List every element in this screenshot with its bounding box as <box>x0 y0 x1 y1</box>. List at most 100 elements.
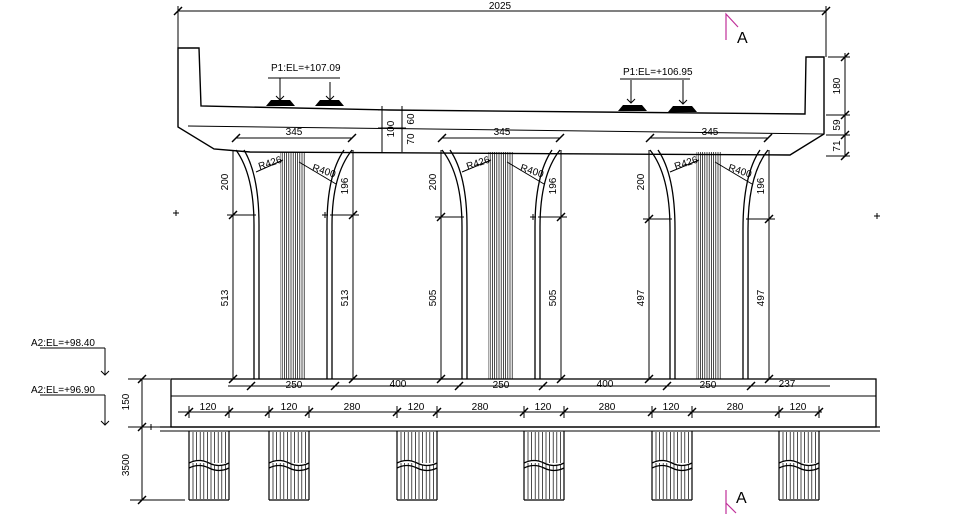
tick <box>173 6 183 16</box>
column-outer-right <box>539 149 561 379</box>
tick <box>840 130 850 140</box>
col-base-dim: 250 <box>286 380 303 391</box>
tick <box>840 52 850 62</box>
col-top-dim: 345 <box>702 127 719 138</box>
column-outer-left <box>649 149 671 379</box>
pile-6 <box>774 406 824 501</box>
column-inner-left <box>449 149 468 379</box>
bearing-pad <box>618 105 647 111</box>
column-1 <box>227 133 359 384</box>
pile-gap-dim: 280 <box>344 402 361 413</box>
radius-left-dim: R426 <box>465 155 492 173</box>
column-outer-left <box>441 149 463 379</box>
radius-right-dim: R400 <box>311 163 338 181</box>
bearing-pad <box>315 100 344 106</box>
shaft-left-dim: 505 <box>428 289 439 306</box>
pile-break-symbol <box>188 464 230 472</box>
pile-break-symbol <box>268 459 310 467</box>
col-top-dim: 345 <box>286 127 303 138</box>
pile-break-symbol <box>396 464 438 472</box>
flare-left-dim: 200 <box>428 173 439 190</box>
tick <box>840 151 850 161</box>
col-base-dim: 250 <box>700 380 717 391</box>
col-gap-dim: 400 <box>597 379 614 390</box>
section-label-top: A <box>737 30 748 47</box>
bearing-pad <box>668 106 697 112</box>
tick <box>662 381 672 391</box>
pile-2 <box>264 406 314 501</box>
cap-height-dim: 180 <box>832 77 843 94</box>
pile-width-dim: 120 <box>281 402 298 413</box>
shaft-right-dim: 505 <box>548 289 559 306</box>
pile-width-dim: 120 <box>663 402 680 413</box>
col-gap-dim: 400 <box>390 379 407 390</box>
flare-left-dim: 200 <box>220 173 231 190</box>
pile-width-dim: 120 <box>200 402 217 413</box>
pile-width-dim: 120 <box>535 402 552 413</box>
level-label-p1-left: P1:EL=+107.09 <box>271 63 341 74</box>
pile-3 <box>392 406 442 501</box>
column-hatch <box>696 152 721 379</box>
shaft-left-dim: 497 <box>636 289 647 306</box>
overall-dim-text: 2025 <box>489 1 512 12</box>
pile-break-symbol <box>523 459 565 467</box>
pile-break-symbol <box>778 464 820 472</box>
col-base-dim: 250 <box>493 380 510 391</box>
flare-left-dim: 200 <box>636 173 647 190</box>
radius-left-dim: R426 <box>257 155 284 173</box>
tick <box>330 381 340 391</box>
pile-gap-dim: 280 <box>599 402 616 413</box>
pile-width-dim: 120 <box>790 402 807 413</box>
cap-height-dim: 71 <box>832 140 843 152</box>
pile-gap-dim: 280 <box>727 402 744 413</box>
radius-right-dim: R400 <box>519 163 546 181</box>
level-label-p1-right: P1:EL=+106.95 <box>623 67 693 78</box>
pile-width-dim: 120 <box>408 402 425 413</box>
bearing-group-right <box>620 78 690 105</box>
column-hatch <box>488 152 513 379</box>
pile-break-symbol <box>188 459 230 467</box>
bearing-group-left <box>268 77 340 101</box>
tick <box>246 381 256 391</box>
column-hatch <box>280 152 305 379</box>
pile-break-symbol <box>778 459 820 467</box>
column-inner-left <box>243 149 260 379</box>
base-edge-dim: 237 <box>779 379 796 390</box>
pile-gap-dim: 280 <box>472 402 489 413</box>
column-inner-right <box>326 149 345 379</box>
flare-right-dim: 196 <box>548 177 559 194</box>
shaft-left-dim: 513 <box>220 289 231 306</box>
cap-mid-dim: 70 <box>406 133 417 145</box>
pile-break-symbol <box>651 459 693 467</box>
footing-height-dim: 150 <box>121 393 132 410</box>
pile-break-symbol <box>523 464 565 472</box>
flare-right-dim: 196 <box>340 177 351 194</box>
tick <box>454 381 464 391</box>
reference-crosses <box>148 210 880 430</box>
tick <box>746 381 756 391</box>
section-marker-bottom <box>725 490 737 514</box>
column-outer-right <box>747 149 769 379</box>
tick <box>821 6 831 16</box>
flare-right-dim: 196 <box>756 177 767 194</box>
radius-left-dim: R426 <box>673 155 700 173</box>
col-top-dim: 345 <box>494 127 511 138</box>
pile-break-symbol <box>396 459 438 467</box>
cap-haunch-line <box>187 125 825 135</box>
pier-cap-outline <box>177 47 825 156</box>
pile-break-symbol <box>268 464 310 472</box>
cap-mid-dim: 100 <box>386 120 397 137</box>
column-outer-right <box>331 149 353 379</box>
pile-break-symbol <box>651 464 693 472</box>
shaft-right-dim: 513 <box>340 289 351 306</box>
cap-mid-dim: 60 <box>406 113 417 125</box>
tick <box>840 110 850 120</box>
column-inner-left <box>657 149 676 379</box>
shaft-right-dim: 497 <box>756 289 767 306</box>
bearing-pad <box>266 100 295 106</box>
section-marker-top <box>725 12 739 40</box>
level-label-a2-lower: A2:EL=+96.90 <box>31 385 95 396</box>
pile-4 <box>519 406 569 501</box>
radius-right-dim: R400 <box>727 163 754 181</box>
